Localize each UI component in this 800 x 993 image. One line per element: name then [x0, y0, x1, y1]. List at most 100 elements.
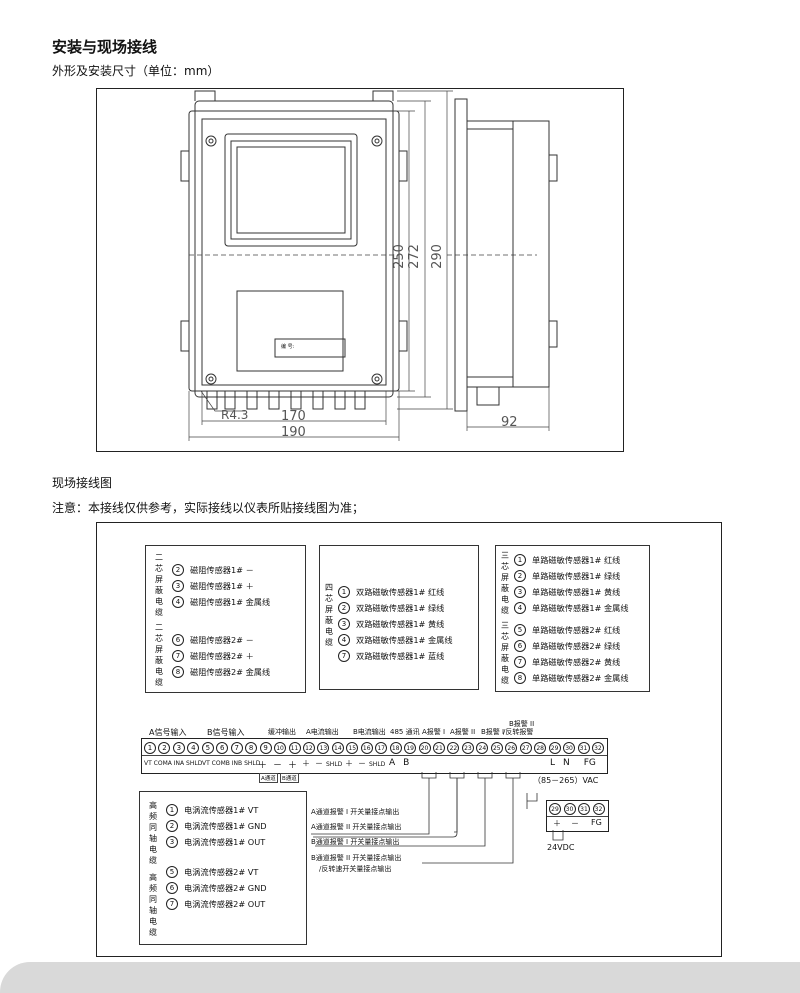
dim-272-label: 272	[406, 244, 422, 269]
header-b-signal-input: B信号输入	[207, 728, 245, 737]
terminal-number: 31	[577, 742, 590, 754]
dim-190-label: 190	[281, 425, 306, 440]
a-signal-pins: VT COMA INA SHLD	[144, 760, 203, 767]
terminal-number: 13	[317, 742, 330, 754]
header-a-signal-input: A信号输入	[149, 728, 187, 737]
buffer-output-signs: ＋－＋	[258, 761, 298, 771]
footer-bar	[0, 962, 800, 993]
nameplate-label: 编 号:	[281, 344, 295, 350]
alarm-label: A通道报警 II 开关量接点输出	[311, 823, 402, 831]
terminal-number: 5	[201, 742, 214, 754]
dc-terminal-number: 30	[563, 803, 576, 815]
header-rs485: 485 通讯	[390, 728, 420, 736]
header-b-current-output: B电流输出	[353, 728, 386, 736]
terminal-number: 20	[418, 742, 431, 754]
alarm-label: /反转速开关量接点输出	[319, 865, 392, 873]
dim-250-label: 250	[391, 244, 407, 269]
header-buffer-output: 缓冲输出	[268, 728, 296, 736]
dim-170-label: 170	[281, 409, 306, 424]
terminal-number: 29	[548, 742, 561, 754]
header-alarm-b2-sub: /反转报警	[503, 728, 534, 736]
dim-r43-label: R4.3	[221, 408, 249, 422]
dc-terminal-number: 31	[578, 803, 590, 815]
dim-290-label: 290	[429, 244, 445, 269]
terminal-number: 15	[346, 742, 359, 754]
cable-label: 四芯屏蔽电缆	[325, 583, 333, 647]
channel-a-tag: A通道	[259, 773, 278, 783]
dc-terminal-number: 29	[549, 803, 561, 815]
ac-voltage-label: （85－265）VAC	[533, 776, 599, 785]
terminal-number: 11	[288, 742, 301, 754]
terminal-number: 23	[461, 742, 474, 754]
terminal-number: 16	[360, 742, 373, 754]
terminal-number: 7	[230, 742, 243, 754]
channel-b-tag: B通道	[280, 773, 299, 783]
terminal-number: 28	[534, 742, 547, 754]
a-current-signs: ＋－SHLD	[302, 759, 343, 768]
terminal-number: 14	[331, 742, 344, 754]
wiring-section-title: 现场接线图	[52, 476, 113, 490]
alarm-label: B通道报警 I 开关量接点输出	[311, 838, 400, 846]
terminal-number: 19	[404, 742, 417, 754]
terminal-number: 4	[187, 742, 200, 754]
cable-label-b: 二芯屏蔽电缆	[155, 623, 163, 687]
b-current-signs: ＋－SHLD	[345, 759, 386, 768]
terminal-number: 30	[563, 742, 576, 754]
cable-label-b: 三芯屏蔽电缆	[501, 621, 509, 685]
cable-label-a: 高频同轴电缆	[149, 801, 157, 865]
terminal-number: 17	[375, 742, 388, 754]
alarm-label: B通道报警 II 开关量接点输出	[311, 854, 402, 862]
terminal-number: 1	[144, 742, 156, 754]
page-title: 安装与现场接线	[52, 38, 158, 56]
terminal-number: 24	[476, 742, 489, 754]
header-alarm-a2: A报警 II	[450, 728, 476, 736]
dimension-subtitle: 外形及安装尺寸（单位：mm）	[52, 64, 220, 78]
header-alarm-b2: B报警 II	[509, 720, 535, 728]
terminal-number: 10	[274, 742, 287, 754]
terminal-number: 2	[158, 742, 171, 754]
wiring-note: 注意：本接线仅供参考，实际接线以仪表所贴接线图为准；	[52, 501, 365, 515]
header-alarm-a1: A报警 I	[422, 728, 446, 736]
terminal-number: 22	[447, 742, 460, 754]
b-signal-pins: VT COMB INB SHLD	[202, 760, 261, 767]
terminal-number: 18	[389, 742, 402, 754]
terminal-number: 25	[490, 742, 503, 754]
header-alarm-b1: B报警 I	[481, 728, 505, 736]
dim-92-label: 92	[501, 415, 518, 430]
cable-label-b: 高频同轴电缆	[149, 873, 157, 937]
terminal-number: 9	[259, 742, 272, 754]
terminal-number: 6	[216, 742, 229, 754]
dc-voltage-label: 24VDC	[547, 843, 575, 852]
enclosure-drawing	[180, 90, 558, 441]
alarm-label: A通道报警 I 开关量接点输出	[311, 808, 400, 816]
